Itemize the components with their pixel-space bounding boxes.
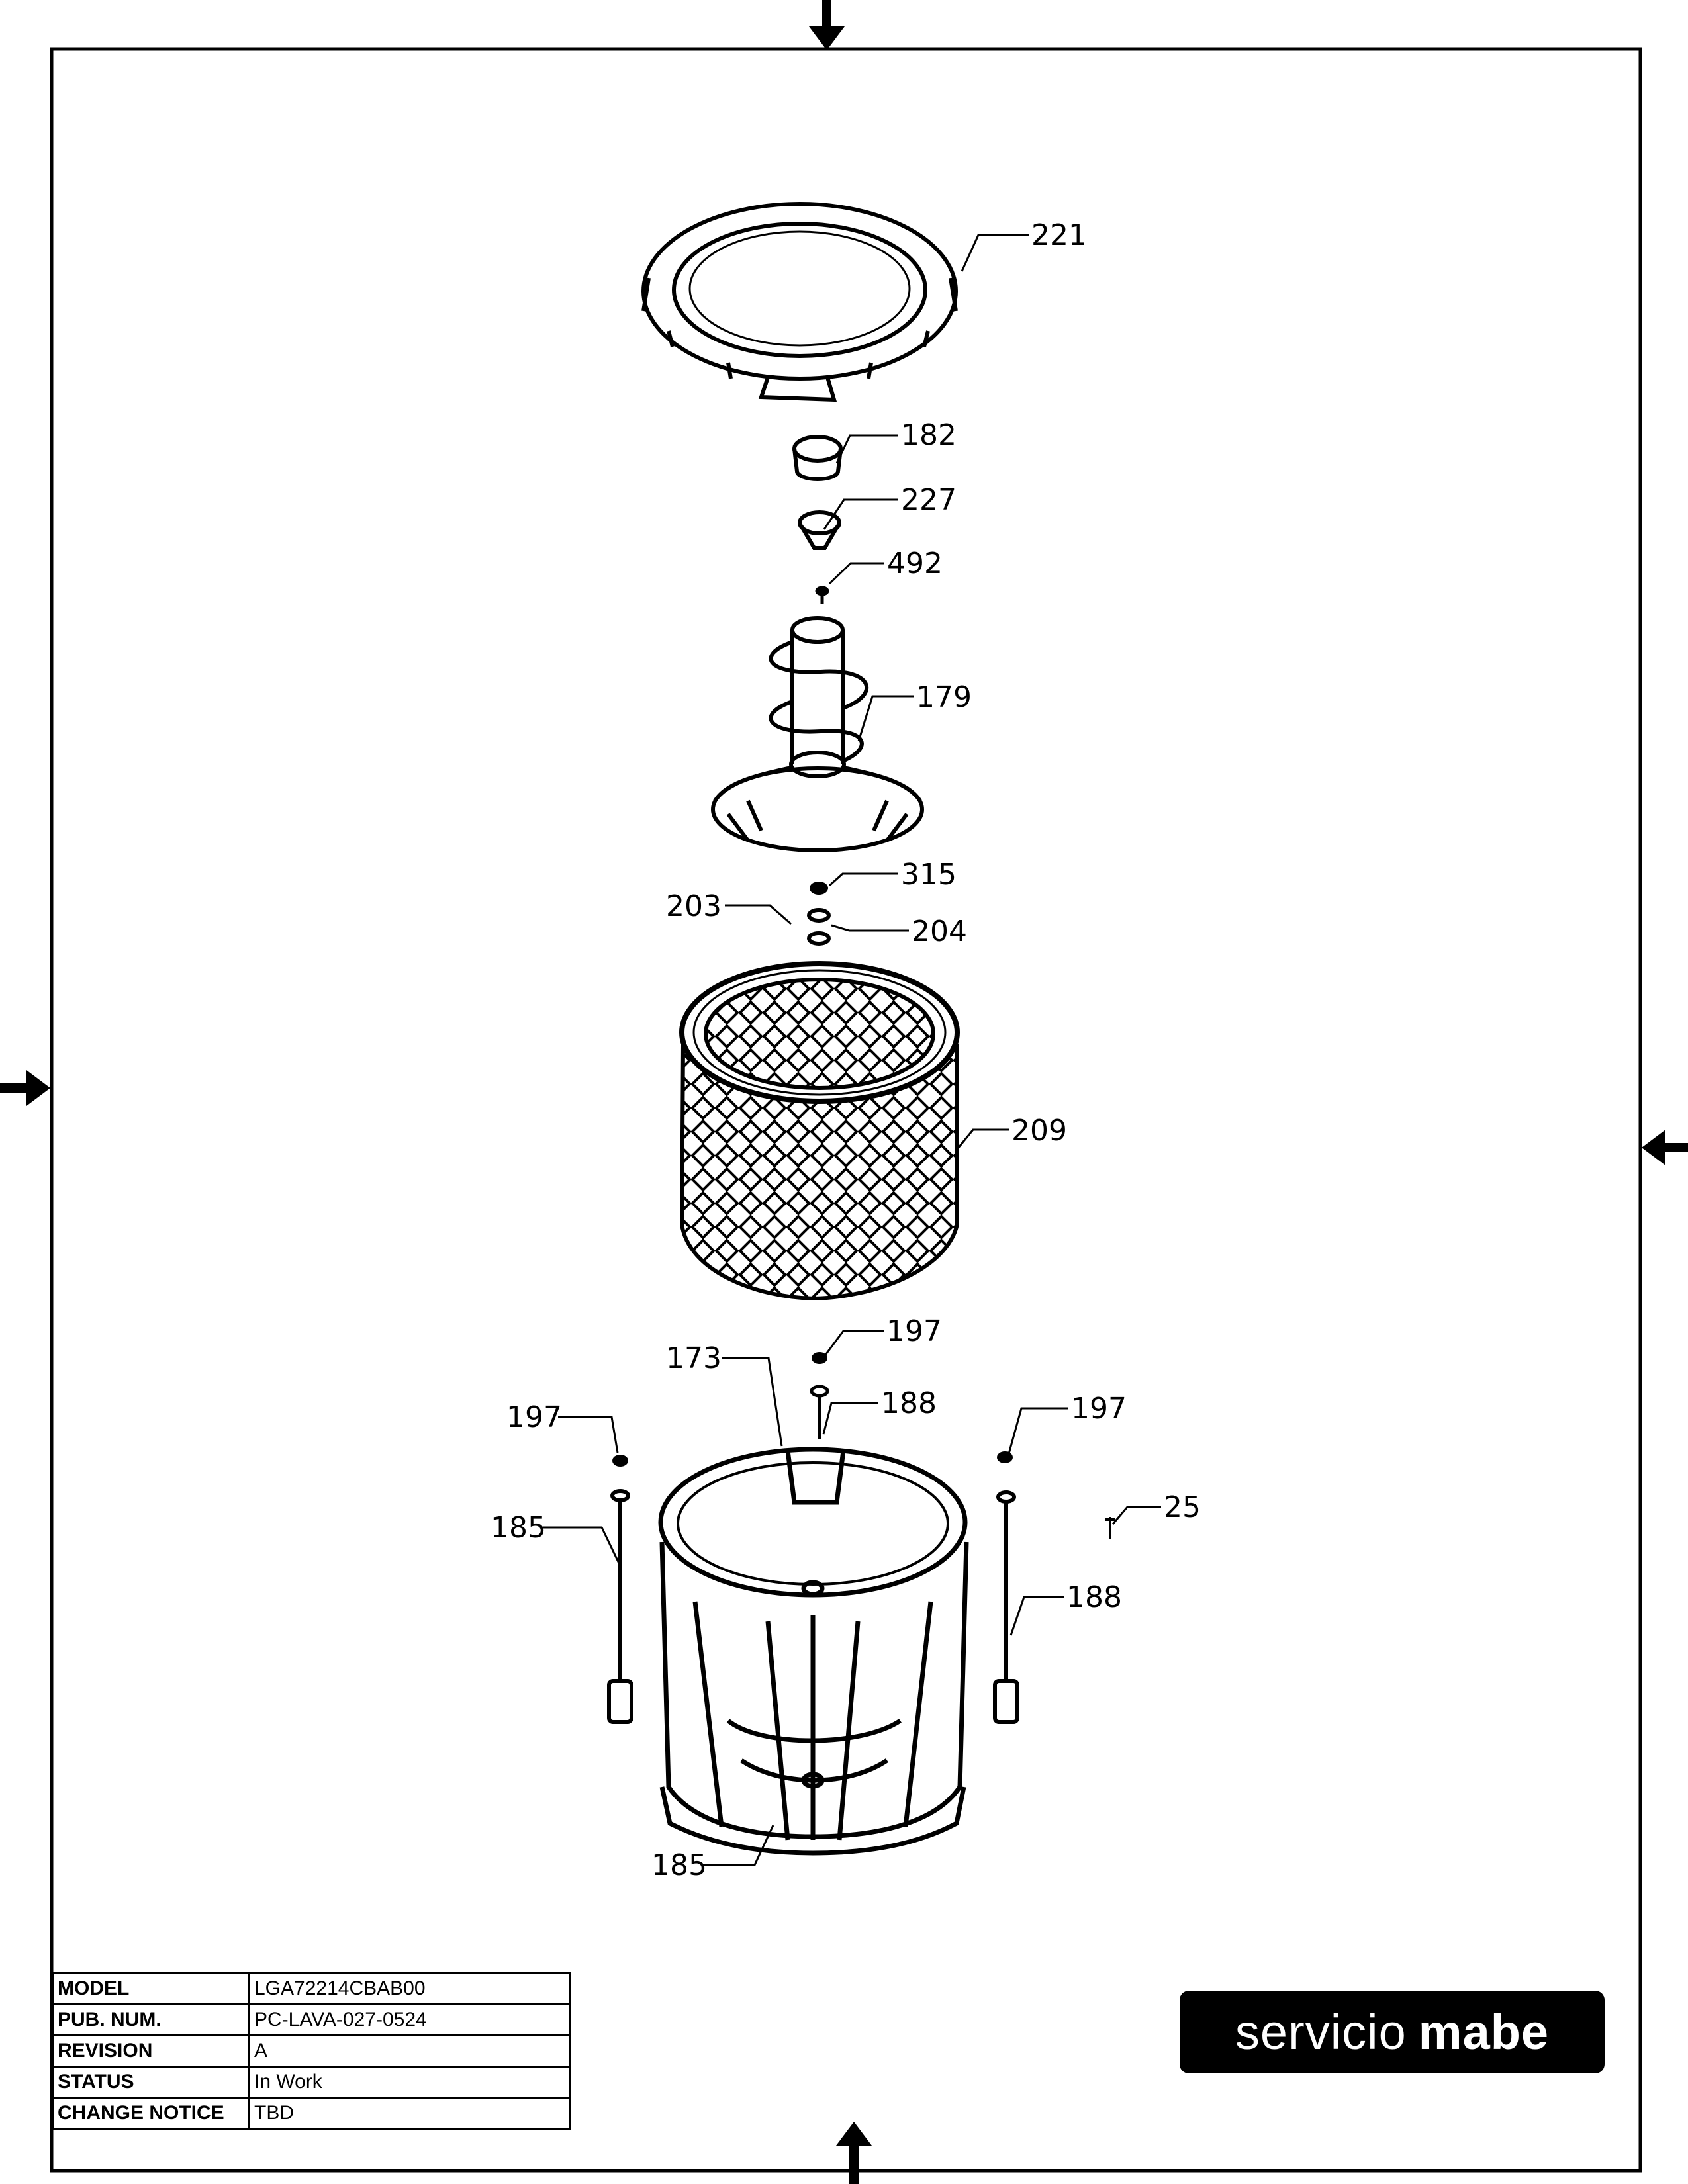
callout-197-top: 197 bbox=[886, 1314, 942, 1348]
center-arrow-top bbox=[809, 0, 845, 50]
title-row-change-notice: CHANGE NOTICE TBD bbox=[52, 2097, 571, 2130]
part-197-nut-left bbox=[612, 1455, 628, 1467]
revision-value: A bbox=[248, 2034, 571, 2068]
part-173-outer-tub bbox=[658, 1447, 969, 1856]
part-188-rod-center bbox=[810, 1385, 829, 1439]
callout-492: 492 bbox=[887, 547, 943, 580]
part-197-nut-right bbox=[997, 1451, 1013, 1463]
servicio-mabe-logo: servicio mabe bbox=[1180, 1991, 1605, 2073]
part-185-suspension-rod-left bbox=[607, 1489, 633, 1724]
revision-label: REVISION bbox=[52, 2034, 250, 2068]
callout-315: 315 bbox=[901, 858, 957, 891]
center-arrow-right bbox=[1642, 1130, 1688, 1165]
part-188-suspension-rod-right bbox=[993, 1490, 1019, 1724]
status-label: STATUS bbox=[52, 2066, 250, 2099]
callout-188-right: 188 bbox=[1066, 1580, 1122, 1614]
sheet-border bbox=[50, 47, 1642, 2173]
title-row-model: MODEL LGA72214CBAB00 bbox=[52, 1972, 571, 2005]
callout-204: 204 bbox=[912, 915, 967, 948]
part-315-nut bbox=[810, 882, 828, 895]
callout-197-right: 197 bbox=[1071, 1392, 1127, 1426]
callout-203: 203 bbox=[666, 889, 722, 923]
part-492-screw bbox=[815, 586, 829, 604]
center-arrow-bottom bbox=[836, 2122, 872, 2184]
part-204-washer bbox=[807, 908, 831, 923]
title-row-status: STATUS In Work bbox=[52, 2066, 571, 2099]
part-182-bushing bbox=[792, 435, 843, 481]
callout-179: 179 bbox=[916, 680, 972, 714]
logo-word-servicio: servicio bbox=[1235, 2005, 1407, 2060]
callout-173: 173 bbox=[666, 1342, 722, 1375]
callout-227: 227 bbox=[901, 483, 957, 517]
callout-182: 182 bbox=[901, 418, 957, 452]
center-arrow-left bbox=[0, 1070, 50, 1106]
model-value: LGA72214CBAB00 bbox=[248, 1972, 571, 2005]
callout-221: 221 bbox=[1031, 218, 1087, 252]
callout-25: 25 bbox=[1164, 1490, 1201, 1524]
part-179-agitator bbox=[711, 616, 924, 852]
logo-word-mabe: mabe bbox=[1418, 2005, 1550, 2060]
change-notice-value: TBD bbox=[248, 2097, 571, 2130]
callout-197-left: 197 bbox=[506, 1400, 562, 1434]
part-197-nut-center bbox=[812, 1352, 827, 1364]
callout-labels: 221 182 227 492 179 315 203 204 209 197 … bbox=[491, 218, 1201, 1882]
callout-209: 209 bbox=[1011, 1114, 1067, 1148]
status-value: In Work bbox=[248, 2066, 571, 2099]
part-203-washer bbox=[807, 931, 831, 946]
callout-188-top: 188 bbox=[881, 1387, 937, 1420]
pub-num-label: PUB. NUM. bbox=[52, 2003, 250, 2036]
part-227-cap bbox=[798, 510, 841, 550]
part-209-spin-basket bbox=[679, 961, 960, 1301]
title-row-revision: REVISION A bbox=[52, 2034, 571, 2068]
title-row-pub-num: PUB. NUM. PC-LAVA-027-0524 bbox=[52, 2003, 571, 2036]
model-label: MODEL bbox=[52, 1972, 250, 2005]
callout-185-left: 185 bbox=[491, 1511, 546, 1545]
callout-185-bottom: 185 bbox=[651, 1848, 707, 1882]
leader-lines bbox=[543, 234, 1161, 1866]
change-notice-label: CHANGE NOTICE bbox=[52, 2097, 250, 2130]
title-block: MODEL LGA72214CBAB00 PUB. NUM. PC-LAVA-0… bbox=[52, 1972, 571, 2130]
part-221-ring bbox=[641, 202, 958, 402]
part-25-screw bbox=[1105, 1517, 1115, 1539]
pub-num-value: PC-LAVA-027-0524 bbox=[248, 2003, 571, 2036]
